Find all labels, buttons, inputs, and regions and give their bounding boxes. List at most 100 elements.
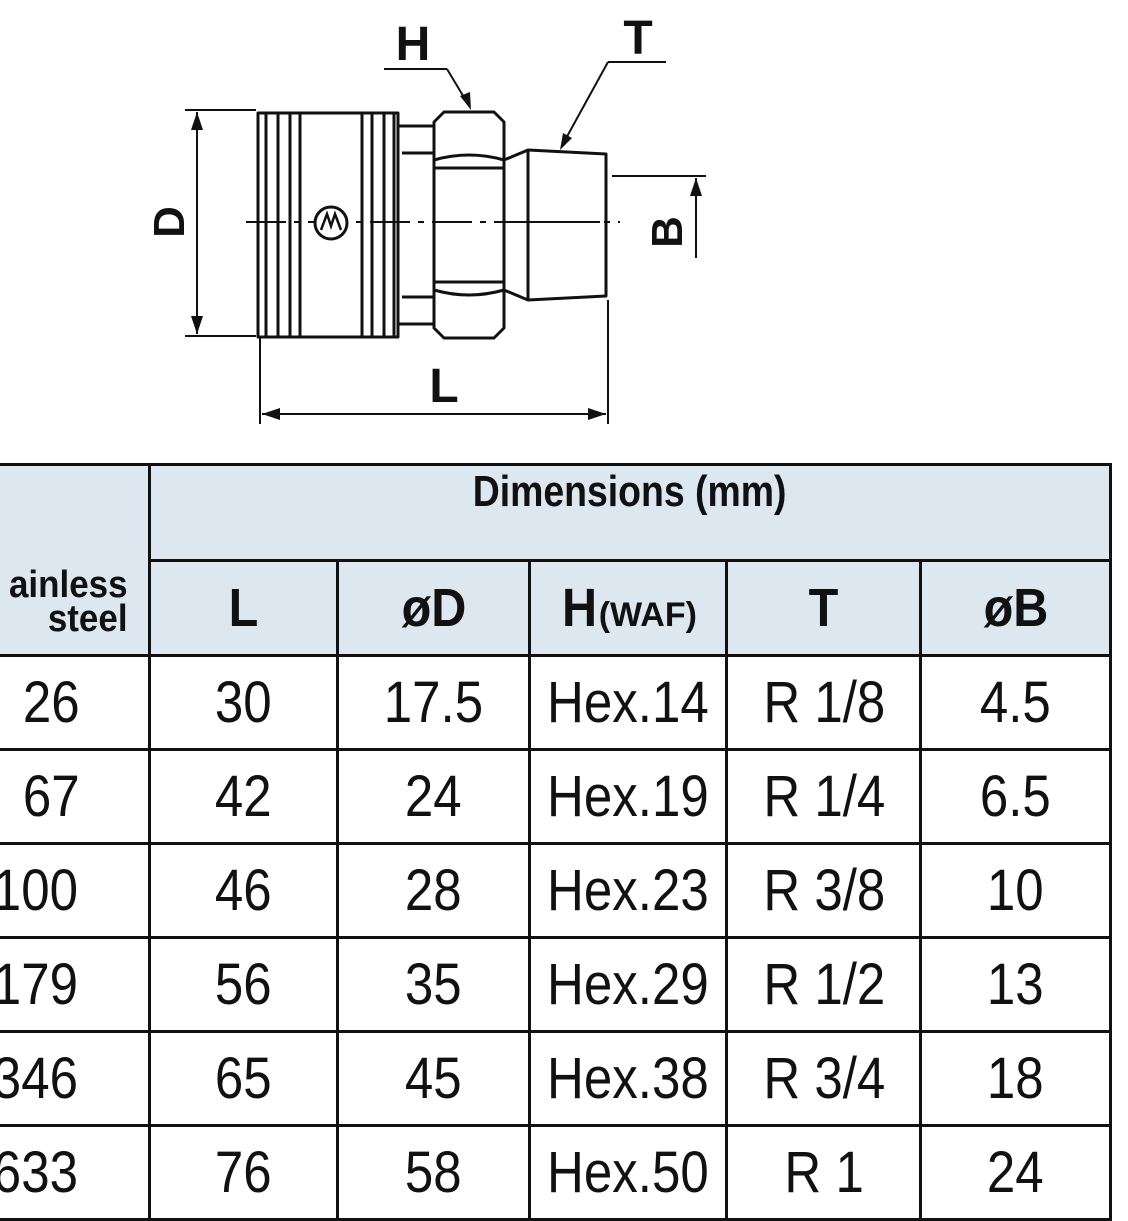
table-row: 346 65 45 Hex.38 R 3/4 18 (0, 1030, 1112, 1127)
table-row: 100 46 28 Hex.23 R 3/8 10 (0, 842, 1112, 939)
cell-D: 24 (336, 748, 532, 845)
cell-text: 67 (23, 764, 80, 829)
cell-H: Hex.19 (528, 748, 729, 845)
cell-text: 13 (987, 952, 1045, 1017)
cell-text: 10 (987, 858, 1045, 923)
cell-text: 100 (0, 858, 78, 923)
cell-L: 30 (147, 654, 340, 751)
label-T: T (623, 12, 652, 65)
label-D: D (145, 206, 194, 238)
thread-end (502, 148, 608, 302)
cell-text: 6.5 (980, 764, 1052, 829)
cell-B: 10 (919, 842, 1112, 939)
dimensions-table: ainless steel Dimensions (mm) L øD H(WAF… (0, 463, 1113, 1221)
cell-text: 24 (987, 1140, 1045, 1205)
cell-B: 13 (919, 936, 1112, 1033)
cell-D: 58 (336, 1124, 532, 1221)
cell-text: 18 (987, 1046, 1045, 1111)
cell-text: 17.5 (384, 670, 484, 735)
cell-text: Hex.29 (547, 952, 710, 1017)
cell-D: 17.5 (336, 654, 532, 751)
cell-text: R 3/4 (762, 1046, 885, 1111)
cell-text: R 3/8 (762, 858, 885, 923)
label-L: L (429, 360, 458, 413)
cell-text: 35 (405, 952, 463, 1017)
cell-D: 28 (336, 842, 532, 939)
cell-T: R 1 (725, 1124, 923, 1221)
cell-text: L (228, 578, 259, 638)
cell-T: R 1/4 (725, 748, 923, 845)
column-header-B: øB (919, 559, 1112, 657)
cell-L: 46 (147, 842, 340, 939)
material-header: ainless steel (0, 463, 151, 657)
cell-L: 42 (147, 748, 340, 845)
cell-text: 65 (215, 1046, 272, 1111)
cell-H: Hex.50 (528, 1124, 729, 1221)
cell-text: Hex.50 (547, 1140, 710, 1205)
cell-text: 633 (0, 1140, 78, 1205)
hex-nut (432, 110, 506, 340)
column-header-L: L (147, 559, 340, 657)
cell-text: 30 (215, 670, 272, 735)
cell-H: Hex.29 (528, 936, 729, 1033)
cell-text: 28 (405, 858, 463, 923)
cell-text: 58 (405, 1140, 463, 1205)
cell-L: 56 (147, 936, 340, 1033)
label-H: H (396, 18, 431, 71)
cell-H: Hex.14 (528, 654, 729, 751)
material-header-line1: ainless (8, 564, 128, 606)
table-row: 67 42 24 Hex.19 R 1/4 6.5 (0, 748, 1112, 845)
cell-T: R 3/4 (725, 1030, 923, 1127)
column-header-D: øD (336, 559, 532, 657)
cell-H: Hex.38 (528, 1030, 729, 1127)
column-header-T: T (725, 559, 923, 657)
cell-L: 65 (147, 1030, 340, 1127)
cell-text: 45 (405, 1046, 463, 1111)
cell-text: 24 (405, 764, 463, 829)
cell-text: Hex.14 (547, 670, 710, 735)
cell-T: R 1/2 (725, 936, 923, 1033)
cell-D: 35 (336, 936, 532, 1033)
cell-text: 26 (23, 670, 80, 735)
cell-T: R 3/8 (725, 842, 923, 939)
cell-text: Hex.23 (547, 858, 710, 923)
mass-cell: 179 (0, 936, 151, 1033)
cell-text: T (809, 578, 839, 638)
cell-L: 76 (147, 1124, 340, 1221)
cell-H: Hex.23 (528, 842, 729, 939)
cell-text: 4.5 (980, 670, 1052, 735)
table-row: 26 30 17.5 Hex.14 R 1/8 4.5 (0, 654, 1112, 751)
cell-text: R 1/2 (762, 952, 885, 1017)
cell-B: 4.5 (919, 654, 1112, 751)
cell-B: 6.5 (919, 748, 1112, 845)
label-B: B (643, 216, 692, 248)
cell-text: øB (983, 578, 1049, 638)
mass-cell: 100 (0, 842, 151, 939)
dimensions-title: Dimensions (mm) (472, 466, 787, 516)
coupling-drawing: D L B H T (145, 12, 706, 424)
cell-text: (WAF) (598, 596, 697, 634)
cell-text: Hex.38 (547, 1046, 710, 1111)
cell-D: 45 (336, 1030, 532, 1127)
mass-cell: 633 (0, 1124, 151, 1221)
mass-cell: 26 (0, 654, 151, 751)
cell-text: øD (401, 578, 467, 638)
cell-text: R 1/4 (762, 764, 885, 829)
cell-B: 24 (919, 1124, 1112, 1221)
cell-text: 46 (215, 858, 272, 923)
cell-text: 346 (0, 1046, 78, 1111)
cell-text: R 1 (784, 1140, 864, 1205)
cell-text: R 1/8 (762, 670, 885, 735)
column-header-H: H(WAF) (528, 559, 729, 657)
cell-T: R 1/8 (725, 654, 923, 751)
dimensions-group-header: Dimensions (mm) (147, 463, 1113, 562)
cell-text: 56 (215, 952, 272, 1017)
cell-text: H (561, 578, 597, 638)
cell-text: 179 (0, 952, 78, 1017)
cell-text: Hex.19 (547, 764, 710, 829)
mass-cell: 67 (0, 748, 151, 845)
mass-cell: 346 (0, 1030, 151, 1127)
cell-text: 76 (215, 1140, 272, 1205)
material-header-line2: steel (47, 598, 128, 640)
table-row: 179 56 35 Hex.29 R 1/2 13 (0, 936, 1112, 1033)
